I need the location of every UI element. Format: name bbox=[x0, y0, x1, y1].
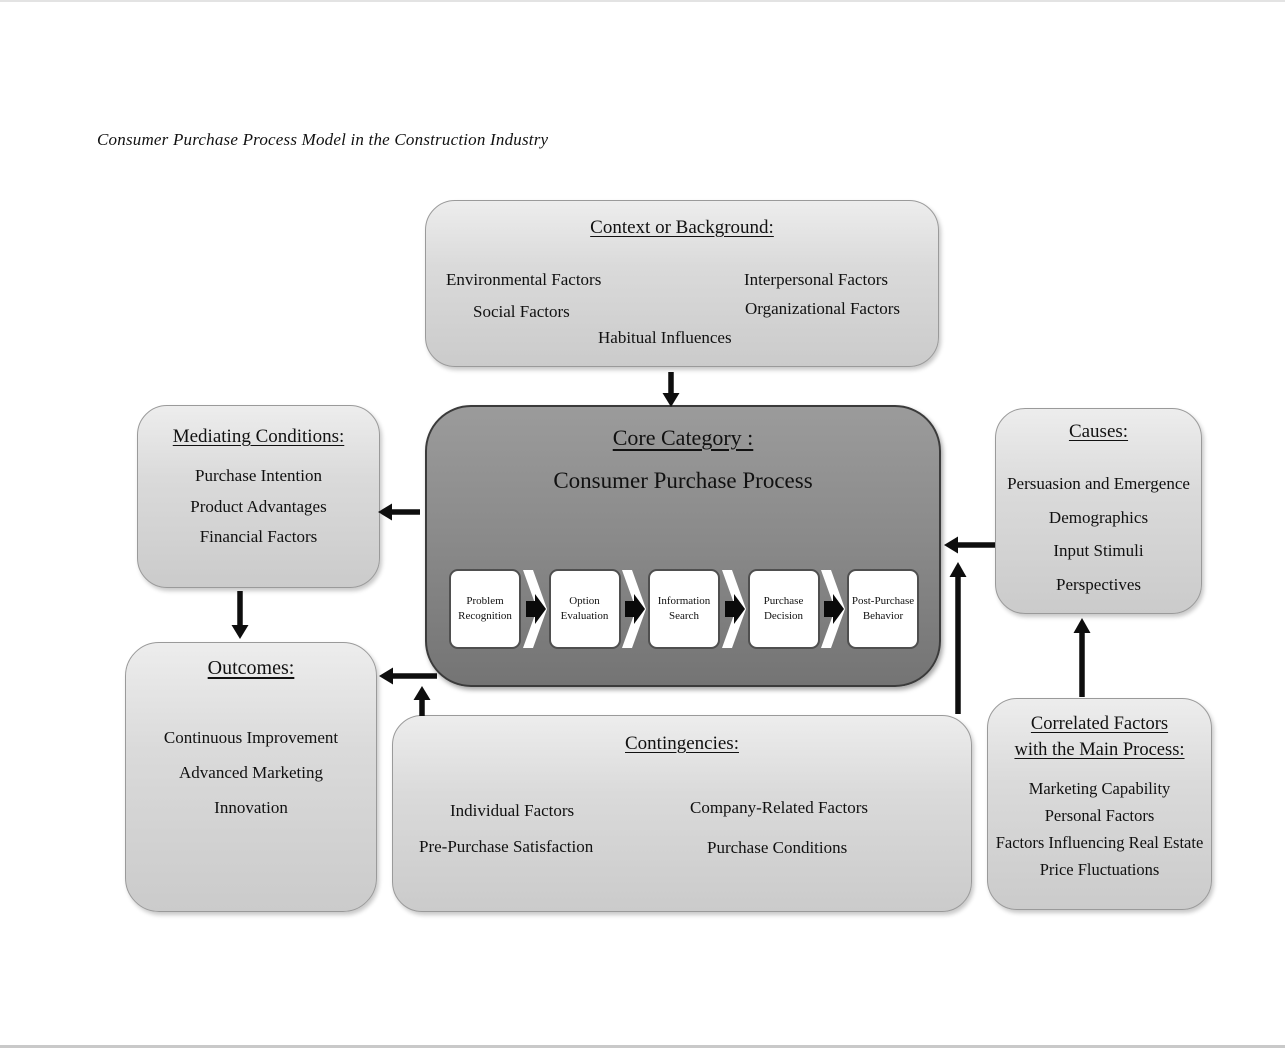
causes-item: Perspectives bbox=[1056, 574, 1141, 594]
mediating-box-title: Mediating Conditions: bbox=[172, 426, 345, 447]
mediating-item: Purchase Intention bbox=[195, 466, 322, 485]
outcomes-item: Continuous Improvement bbox=[163, 728, 339, 747]
arrow-context-to-core bbox=[662, 372, 680, 407]
core-category-box: Core Category : Consumer Purchase Proces… bbox=[425, 405, 941, 687]
correlated-box-title-line1: Correlated Factors bbox=[1030, 714, 1169, 734]
arrow-core-to-outcomes bbox=[379, 667, 437, 685]
mediating-item: Product Advantages bbox=[190, 496, 327, 516]
step-information-search: Information Search bbox=[648, 569, 720, 649]
contingencies-item: Individual Factors bbox=[450, 801, 575, 820]
outcomes-box: Outcomes: Continuous Improvement Advance… bbox=[125, 642, 377, 912]
step-option-evaluation: Option Evaluation bbox=[548, 569, 621, 649]
outcomes-box-title: Outcomes: bbox=[207, 657, 295, 679]
step-arrow-icon bbox=[522, 570, 547, 648]
contingencies-item: Purchase Conditions bbox=[707, 838, 848, 857]
context-box-title: Context or Background: bbox=[590, 217, 774, 238]
contingencies-box-title: Contingencies: bbox=[625, 733, 739, 754]
core-box-subtitle: Consumer Purchase Process bbox=[553, 468, 813, 493]
outcomes-item: Advanced Marketing bbox=[179, 763, 323, 782]
outcomes-item: Innovation bbox=[214, 798, 288, 817]
contingencies-box: Contingencies: Individual Factors Compan… bbox=[392, 715, 972, 912]
arrow-core-to-mediating bbox=[378, 503, 420, 521]
context-item: Interpersonal Factors bbox=[744, 270, 888, 289]
page-title: Consumer Purchase Process Model in the C… bbox=[97, 130, 549, 149]
context-item: Organizational Factors bbox=[745, 299, 901, 318]
purchase-process-steps: Problem Recognition Option Evaluation In… bbox=[449, 569, 919, 649]
arrow-mediating-to-outcomes bbox=[231, 591, 249, 639]
causes-item: Input Stimuli bbox=[1053, 541, 1144, 560]
arrow-causes-to-core bbox=[944, 536, 995, 554]
step-arrow-icon bbox=[821, 570, 846, 648]
context-background-box: Context or Background: Environmental Fac… bbox=[425, 200, 939, 367]
correlated-box-title-line2: with the Main Process: bbox=[1014, 740, 1185, 760]
correlated-item: Factors Influencing Real Estate Price Fl… bbox=[995, 833, 1204, 879]
step-purchase-decision: Purchase Decision bbox=[747, 569, 820, 649]
mediating-item: Financial Factors bbox=[199, 527, 318, 546]
correlated-factors-box: Correlated Factors with the Main Process… bbox=[987, 698, 1212, 910]
step-problem-recognition: Problem Recognition bbox=[449, 569, 521, 649]
causes-item: Demographics bbox=[1048, 507, 1149, 527]
contingencies-item: Pre-Purchase Satisfaction bbox=[419, 837, 594, 856]
step-post-purchase-behavior: Post-Purchase Behavior bbox=[847, 569, 919, 649]
context-item: Environmental Factors bbox=[446, 270, 602, 289]
contingencies-item: Company-Related Factors bbox=[690, 798, 868, 817]
causes-box-title: Causes: bbox=[1068, 421, 1129, 442]
causes-item: Persuasion and Emergence bbox=[1007, 474, 1190, 493]
step-arrow-icon bbox=[721, 570, 746, 648]
causes-box: Causes: Persuasion and Emergence Demogra… bbox=[995, 408, 1202, 614]
arrow-contingencies-to-outcomes bbox=[413, 686, 431, 716]
arrow-contingencies-to-core bbox=[949, 562, 967, 714]
mediating-conditions-box: Mediating Conditions: Purchase Intention… bbox=[137, 405, 380, 588]
step-arrow-icon bbox=[622, 570, 647, 648]
context-item: Habitual Influences bbox=[598, 328, 732, 347]
page-edge-top bbox=[0, 0, 1285, 2]
page-edge-bottom bbox=[0, 1045, 1285, 1048]
correlated-item: Personal Factors bbox=[1044, 806, 1155, 825]
context-item: Social Factors bbox=[473, 302, 570, 321]
core-box-title: Core Category : bbox=[612, 425, 754, 450]
correlated-item: Marketing Capability bbox=[1028, 779, 1171, 798]
arrow-correlated-to-causes bbox=[1073, 618, 1091, 697]
